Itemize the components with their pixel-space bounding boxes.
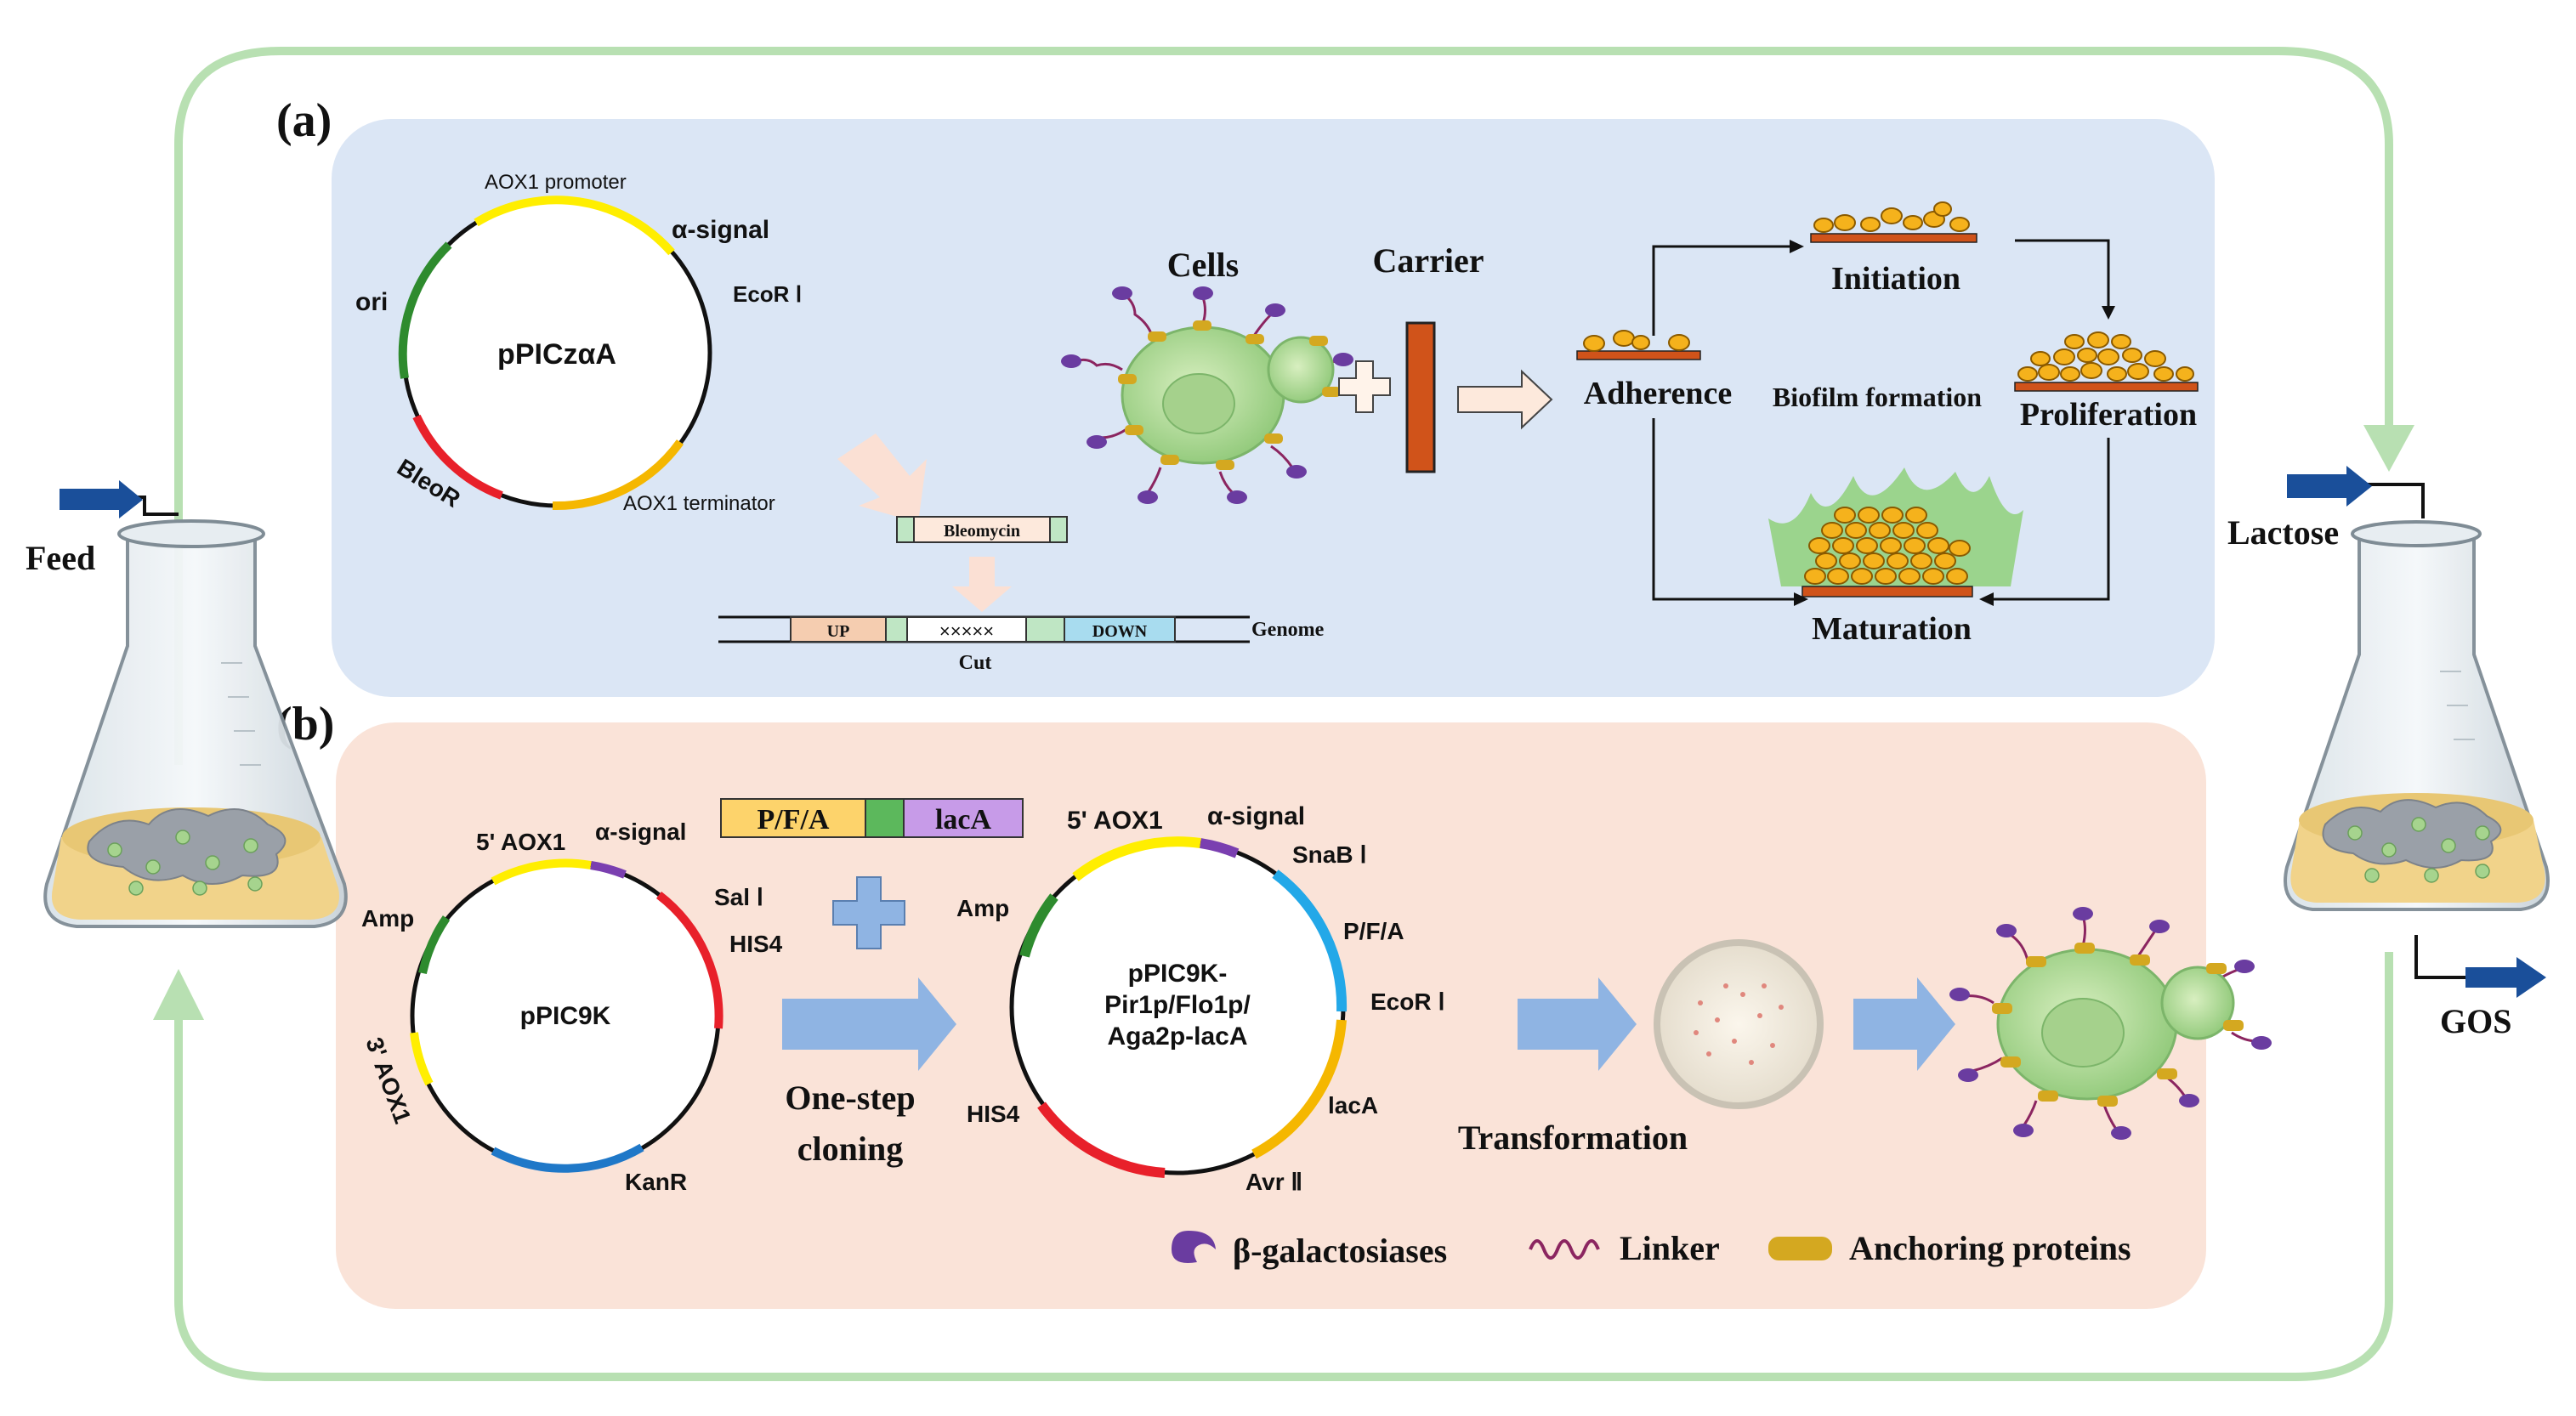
lactose-inlet-arrow <box>2287 466 2372 507</box>
aox5-label-1: 5' AOX1 <box>476 829 565 855</box>
laca-plasmid-label: lacA <box>1328 1092 1378 1119</box>
deleted-region-label: ××××× <box>939 620 994 642</box>
plus-icon <box>1338 360 1391 413</box>
one-step-label: One-step <box>785 1079 915 1117</box>
legend-galactosidase: β-galactosiases <box>1233 1232 1447 1270</box>
amp-label-1: Amp <box>361 905 414 932</box>
down-arrow <box>952 557 1012 612</box>
bleomycin-label: Bleomycin <box>944 522 1020 541</box>
plasmid-ppic9k-laca: pPIC9K- Pir1p/Flo1p/ Aga2p-lacA 5' AOX1 … <box>956 802 1445 1195</box>
gos-outlet-arrow <box>2465 957 2546 998</box>
down-label: DOWN <box>1092 622 1148 641</box>
aox5-label-2: 5' AOX1 <box>1067 807 1163 835</box>
plus-blue-icon <box>832 876 905 949</box>
cut-label: Cut <box>959 652 992 674</box>
legend-anchoring: Anchoring proteins <box>1849 1229 2131 1267</box>
display-arrow <box>1853 977 1955 1071</box>
adherence-label: Adherence <box>1584 376 1733 411</box>
cloning-arrow <box>782 977 956 1071</box>
insert-cassette: P/F/A lacA <box>720 798 1024 838</box>
transformation-arrow <box>1518 977 1637 1071</box>
anchoring-icon <box>1768 1237 1832 1260</box>
maturation-label: Maturation <box>1812 611 1972 647</box>
plasmid2-name-line1: pPIC9K- <box>1128 960 1228 988</box>
laca-insert-label: lacA <box>935 804 992 835</box>
pfa-plasmid-label: P/F/A <box>1343 918 1404 944</box>
carrier-label: Carrier <box>1372 241 1484 280</box>
petri-dish <box>1654 939 1824 1109</box>
his4-label-1: HIS4 <box>729 931 783 957</box>
plasmid2-name-line2: Pir1p/Flo1p/ <box>1104 991 1251 1019</box>
sal-label: Sal Ⅰ <box>714 884 763 910</box>
plasmid-ppic9k-name: pPIC9K <box>520 1002 611 1030</box>
pfa-insert-label: P/F/A <box>757 804 830 835</box>
genome-locus: UP ××××× DOWN Genome Cut <box>718 615 1325 674</box>
gos-label: GOS <box>2440 1002 2511 1040</box>
yeast-cell-a <box>1061 286 1353 504</box>
insertion-arrow <box>837 433 927 523</box>
feed-label: Feed <box>26 539 95 577</box>
recirculation-loop <box>153 47 2414 1381</box>
galactosidase-icon <box>1172 1231 1216 1263</box>
transformation-label: Transformation <box>1458 1119 1688 1157</box>
bleomycin-cassette: Bleomycin <box>896 516 1068 543</box>
snab-label: SnaB Ⅰ <box>1292 841 1367 868</box>
biofilm-formation-label: Biofilm formation <box>1773 382 1982 412</box>
cells-label: Cells <box>1167 246 1239 284</box>
plasmid-ppiczaa: pPICzαA AOX1 promoter α-signal EcoR Ⅰ or… <box>355 171 802 515</box>
feed-inlet-arrow <box>60 480 143 518</box>
to-biofilm-arrow <box>1457 369 1553 430</box>
legend: β-galactosiases Linker Anchoring protein… <box>1172 1229 2131 1270</box>
lactose-label: Lactose <box>2227 513 2339 552</box>
his4-label-2: HIS4 <box>967 1101 1020 1127</box>
genome-label: Genome <box>1251 619 1325 641</box>
ecor-label-2: EcoR Ⅰ <box>1370 988 1445 1015</box>
cloning-label: cloning <box>797 1130 903 1168</box>
carrier-bar <box>1405 321 1436 473</box>
kanr-label: KanR <box>625 1169 687 1195</box>
amp-label-2: Amp <box>956 895 1009 921</box>
up-label: UP <box>827 622 850 641</box>
product-flask <box>2284 466 2550 998</box>
feed-flask <box>43 480 348 928</box>
alpha-signal-label-2: α-signal <box>1207 802 1305 830</box>
proliferation-label: Proliferation <box>2020 397 2197 433</box>
plasmid-ppiczaa-name: pPICzαA <box>497 338 616 371</box>
alpha-signal-label: α-signal <box>672 216 769 244</box>
ecor-label: EcoR Ⅰ <box>733 281 802 307</box>
alpha-signal-label-1: α-signal <box>595 818 686 845</box>
ori-label: ori <box>355 288 388 316</box>
plasmid2-name-line3: Aga2p-lacA <box>1107 1022 1247 1051</box>
yeast-cell-b <box>1949 907 2272 1140</box>
avr-label: Avr Ⅱ <box>1245 1169 1302 1195</box>
linker-icon <box>1529 1239 1600 1260</box>
panel-a-label: (a) <box>276 94 332 147</box>
aox1-promoter-label: AOX1 promoter <box>485 171 627 194</box>
initiation-label: Initiation <box>1831 261 1960 297</box>
aox1-terminator-label: AOX1 terminator <box>623 492 775 515</box>
biofilm-cycle: Adherence Initiation <box>1576 201 2199 647</box>
legend-linker: Linker <box>1620 1229 1720 1267</box>
